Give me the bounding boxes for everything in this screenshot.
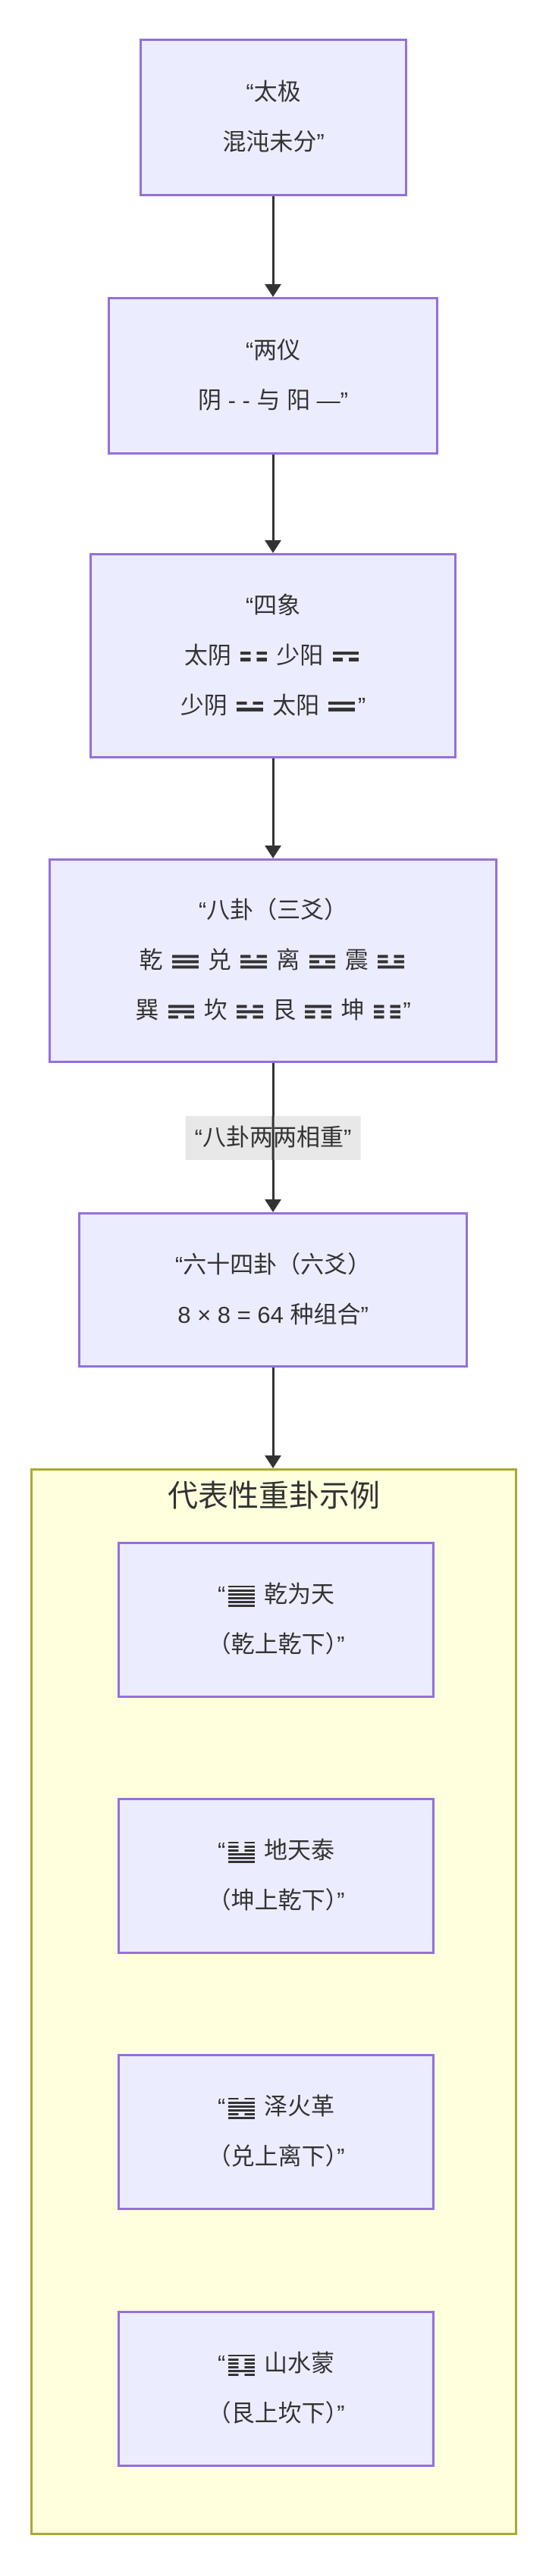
node-bagua-line-3: 巽 坎 艮 坤 ” xyxy=(135,997,411,1024)
node-sixiang: “四象 太阴 少阳 少阴 太阳 ” xyxy=(89,553,457,758)
hexagram-qianweitian-line-1: “ 乾为天 xyxy=(217,1581,335,1608)
arrowhead-icon xyxy=(265,1455,281,1468)
arrowhead-icon xyxy=(265,284,281,297)
hexagram-zehuoge-line-1: “ 泽火革 xyxy=(217,2093,335,2120)
node-sixtyfour-line-1: “六十四卦（六爻） xyxy=(174,1251,372,1278)
arrowhead-icon xyxy=(265,1199,281,1212)
node-liangyi-line-2: 阴 - - 与 阳 —” xyxy=(197,387,349,414)
node-sixiang-line-1: “四象 xyxy=(245,592,301,619)
yijing-symbol xyxy=(240,651,267,661)
node-taiji-line-1: “太极 xyxy=(246,79,301,105)
yijing-symbol xyxy=(228,1585,255,1607)
node-hexagram-ditiantai: “ 地天泰 （坤上乾下）” xyxy=(118,1798,435,1954)
edge-line-through-label xyxy=(271,1116,275,1160)
arrowhead-icon xyxy=(265,846,281,858)
cluster-representative-hexagrams: 代表性重卦示例 “ 乾为天 （乾上乾下）” “ 地天泰 （坤上乾下）” “ 泽火… xyxy=(30,1468,517,2535)
hexagram-qianweitian-line-2: （乾上乾下）” xyxy=(207,1631,345,1658)
node-bagua-line-2: 乾 兑 离 震 xyxy=(140,936,407,986)
node-hexagram-shanshuimeng: “ 山水蒙 （艮上坎下）” xyxy=(118,2311,435,2467)
yijing-symbol xyxy=(332,651,359,661)
node-hexagram-zehuoge: “ 泽火革 （兑上离下）” xyxy=(118,2054,435,2210)
node-sixtyfour-hexagrams: “六十四卦（六爻） 8 × 8 = 64 种组合” xyxy=(78,1212,468,1368)
node-taiji-line-2: 混沌未分” xyxy=(222,129,325,155)
arrow-shaft xyxy=(271,758,275,847)
yijing-symbol xyxy=(378,955,404,969)
node-liangyi-line-1: “两仪 xyxy=(245,337,301,364)
arrowhead-icon xyxy=(265,540,281,553)
node-liangyi: “两仪 阴 - - 与 阳 —” xyxy=(108,297,438,455)
yijing-symbol xyxy=(228,2354,255,2376)
node-sixiang-line-3: 少阴 太阳 ” xyxy=(180,692,366,719)
node-sixtyfour-line-2: 8 × 8 = 64 种组合” xyxy=(177,1301,369,1328)
yijing-symbol xyxy=(168,1005,195,1019)
hexagram-zehuoge-line-2: （兑上离下）” xyxy=(207,2143,345,2170)
yijing-symbol xyxy=(228,1841,255,1863)
hexagram-ditiantai-line-1: “ 地天泰 xyxy=(217,1837,335,1864)
yijing-symbol xyxy=(171,955,199,969)
node-bagua-line-1: “八卦（三爻） xyxy=(198,897,348,924)
yijing-symbol xyxy=(309,955,336,969)
arrow-shaft xyxy=(271,1368,275,1457)
node-taiji: “太极 混沌未分” xyxy=(140,39,407,196)
cluster-title: 代表性重卦示例 xyxy=(168,1480,380,1513)
node-sixiang-line-2: 太阴 少阳 xyxy=(184,631,362,681)
node-bagua: “八卦（三爻） 乾 兑 离 震 巽 坎 艮 坤 ” xyxy=(49,858,497,1063)
yijing-symbol xyxy=(305,1005,332,1019)
yijing-symbol xyxy=(328,701,356,711)
hexagram-ditiantai-line-2: （坤上乾下）” xyxy=(207,1887,345,1914)
yijing-symbol xyxy=(237,701,263,711)
node-hexagram-qianweitian: “ 乾为天 （乾上乾下）” xyxy=(118,1542,435,1698)
edge-label-doubling: “八卦两两相重” xyxy=(185,1116,361,1160)
yijing-symbol xyxy=(240,955,267,969)
arrow-shaft xyxy=(271,455,275,542)
arrow-shaft xyxy=(271,196,275,286)
edge-label-text: “八卦两两相重” xyxy=(194,1124,352,1151)
hexagram-shanshuimeng-line-1: “ 山水蒙 xyxy=(217,2350,335,2377)
yijing-symbol xyxy=(373,1005,400,1019)
hexagram-shanshuimeng-line-2: （艮上坎下）” xyxy=(207,2400,345,2427)
yijing-symbol xyxy=(228,2097,255,2119)
yijing-symbol xyxy=(237,1005,263,1019)
